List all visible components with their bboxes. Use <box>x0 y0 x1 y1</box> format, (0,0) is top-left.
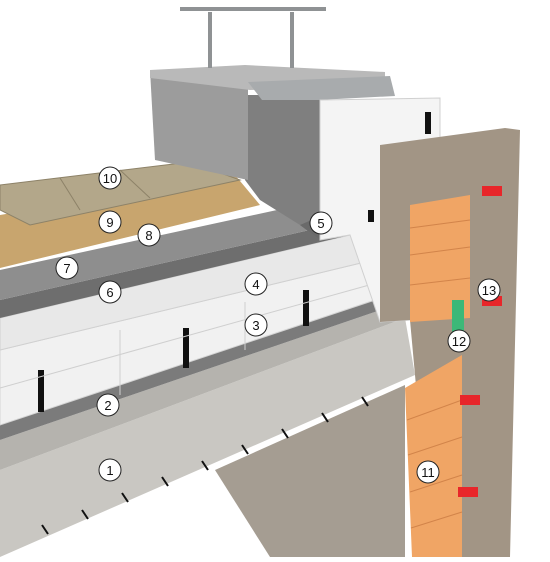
label-7: 7 <box>55 256 79 280</box>
label-12: 12 <box>447 329 471 353</box>
brick-joints <box>406 219 471 529</box>
insulation-joints <box>38 290 309 412</box>
interior-space <box>215 385 405 557</box>
label-13-text: 13 <box>482 283 496 298</box>
membrane-surface <box>0 205 345 300</box>
label-8-text: 8 <box>145 228 152 243</box>
callout-badges: 1 2 3 4 5 6 7 8 9 10 11 12 13 <box>55 166 501 484</box>
upstand-membrane <box>245 95 320 240</box>
label-5: 5 <box>309 211 333 235</box>
paver-joints <box>59 169 151 211</box>
parapet-block <box>150 70 248 180</box>
label-10-text: 10 <box>103 171 117 186</box>
label-11-text: 11 <box>421 465 435 480</box>
parapet-insulation-joint-2 <box>368 210 374 222</box>
label-6-text: 6 <box>106 285 113 300</box>
label-2: 2 <box>96 393 120 417</box>
concrete-slab-top <box>0 305 405 470</box>
parapet-insulation-joint <box>425 112 431 134</box>
label-4: 4 <box>244 272 268 296</box>
label-7-text: 7 <box>63 261 70 276</box>
label-8: 8 <box>137 223 161 247</box>
label-9: 9 <box>98 210 122 234</box>
label-3: 3 <box>244 313 268 337</box>
label-13: 13 <box>477 278 501 302</box>
railing <box>180 7 326 68</box>
label-4-text: 4 <box>252 277 259 292</box>
label-5-text: 5 <box>317 216 324 231</box>
label-12-text: 12 <box>452 334 466 349</box>
concrete-slab <box>0 318 415 557</box>
label-3-text: 3 <box>252 318 259 333</box>
brick-wall-upper <box>410 195 470 322</box>
label-9-text: 9 <box>106 215 113 230</box>
label-1: 1 <box>98 458 122 482</box>
waterproof-membrane <box>0 222 350 318</box>
label-10: 10 <box>98 166 122 190</box>
label-11: 11 <box>416 460 440 484</box>
label-6: 6 <box>98 280 122 304</box>
label-2-text: 2 <box>104 398 111 413</box>
metal-flashing <box>248 76 395 100</box>
slab-tick-marks <box>41 396 369 535</box>
paving-slabs <box>0 161 242 226</box>
gravel-bed <box>0 175 260 268</box>
label-1-text: 1 <box>106 463 113 478</box>
